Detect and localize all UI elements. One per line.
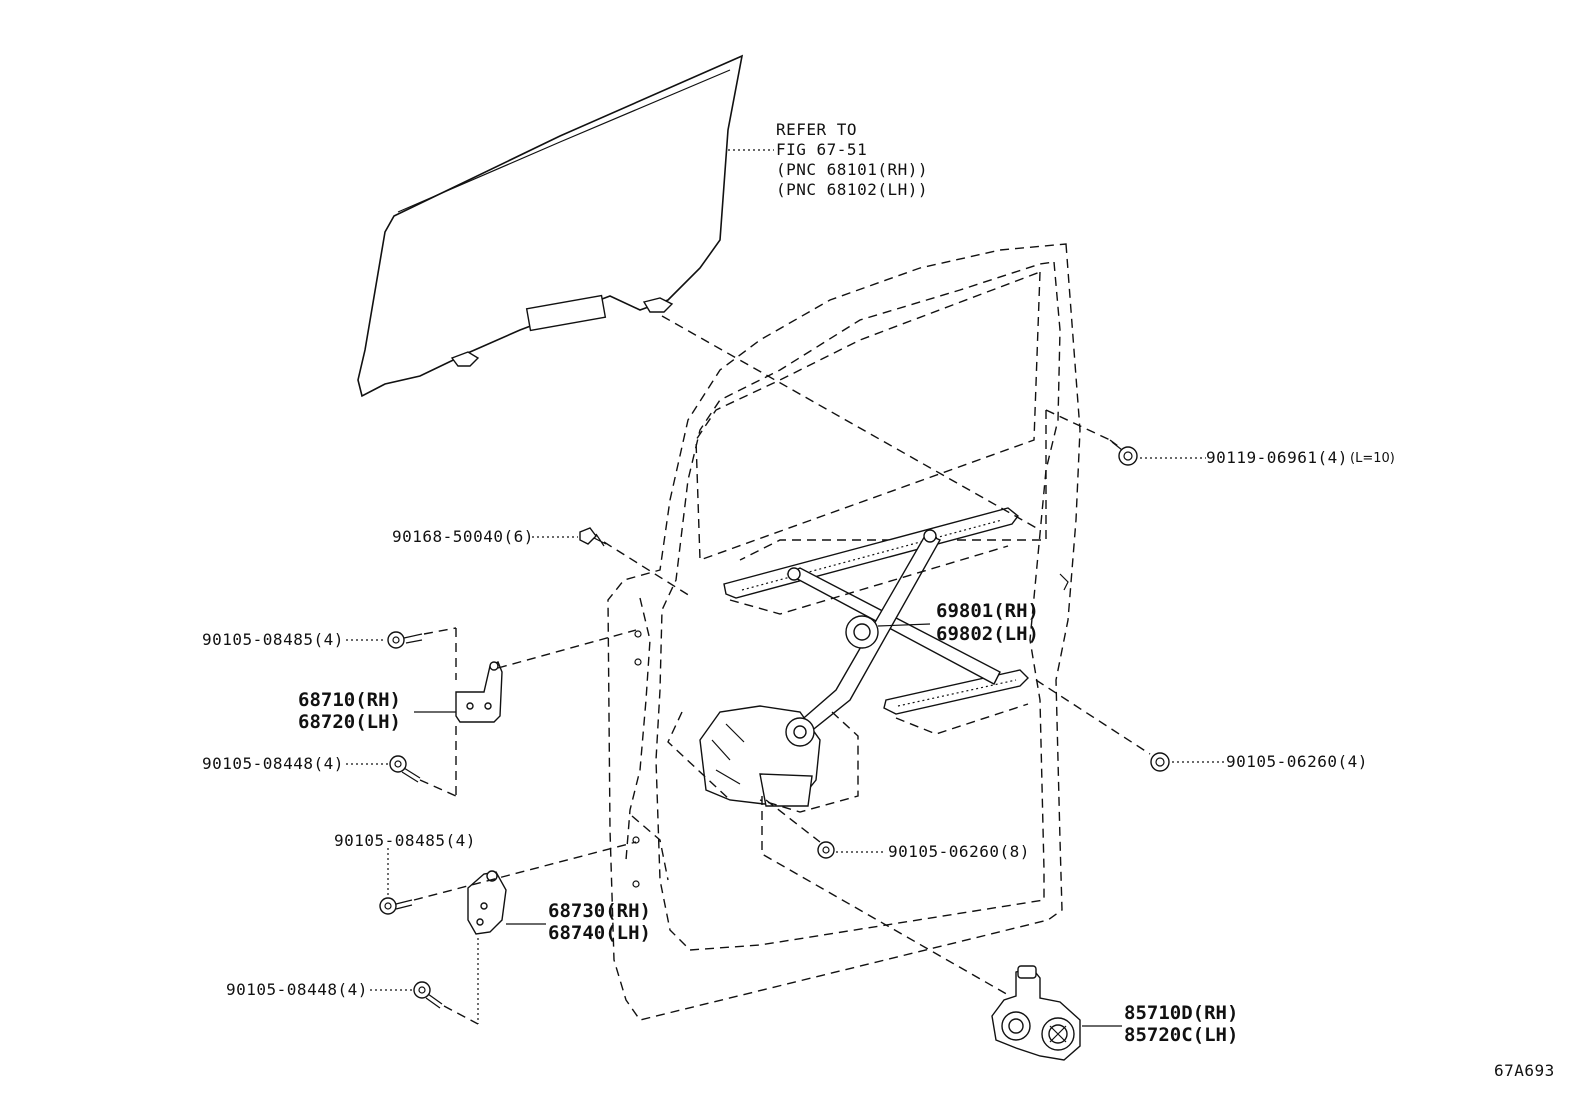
bolt-90105-08485-b-label: 90105-08485(4) xyxy=(334,831,476,850)
hinge-lower-rh-label: 68730(RH) xyxy=(548,900,651,922)
bolt-90105-08485-a: 90105-08485(4) xyxy=(202,627,457,649)
bolt-90105-08448-a: 90105-08448(4) xyxy=(202,754,457,797)
upper-hinge: 68710(RH) 68720(LH) xyxy=(298,628,637,796)
bolt-90119-06961: 90119-06961(4) (L=10) xyxy=(1109,439,1395,467)
glass-reference-note: REFER TO FIG 67-51 (PNC 68101(RH)) (PNC … xyxy=(728,120,928,199)
hinge-lower-lh-label: 68740(LH) xyxy=(548,922,651,944)
window-motor: 85710D(RH) 85720C(LH) xyxy=(991,965,1238,1061)
bolt-90168-label: 90168-50040(6) xyxy=(392,527,534,546)
window-glass xyxy=(357,54,744,398)
bolt-90105-08448-a-label: 90105-08448(4) xyxy=(202,754,344,773)
bolt-90105-06260-right-label: 90105-06260(4) xyxy=(1226,752,1368,771)
regulator-lh-label: 69802(LH) xyxy=(936,623,1039,645)
bolt-90119-note: (L=10) xyxy=(1350,451,1395,466)
bolt-90105-08485-b: 90105-08485(4) xyxy=(334,831,476,915)
refer-line-1: REFER TO xyxy=(776,120,857,139)
window-regulator: 69801(RH) 69802(LH) xyxy=(667,507,1039,813)
hinge-upper-lh-label: 68720(LH) xyxy=(298,711,401,733)
bolt-90105-06260-center-label: 90105-06260(8) xyxy=(888,842,1030,861)
lower-hinge: 68730(RH) 68740(LH) xyxy=(413,841,651,1024)
refer-line-3: (PNC 68101(RH)) xyxy=(776,160,928,179)
bolt-90105-06260-center: 90105-06260(8) xyxy=(817,841,1030,861)
figure-code: 67A693 xyxy=(1494,1061,1555,1080)
regulator-rh-label: 69801(RH) xyxy=(936,600,1039,622)
motor-lh-label: 85720C(LH) xyxy=(1124,1024,1238,1046)
hinge-upper-rh-label: 68710(RH) xyxy=(298,689,401,711)
refer-line-2: FIG 67-51 xyxy=(776,140,867,159)
bolt-90105-08448-b-label: 90105-08448(4) xyxy=(226,980,368,999)
motor-rh-label: 85710D(RH) xyxy=(1124,1002,1238,1024)
bolt-90105-08485-a-label: 90105-08485(4) xyxy=(202,630,344,649)
bolt-90105-08448-b: 90105-08448(4) xyxy=(226,980,479,1025)
refer-line-4: (PNC 68102(LH)) xyxy=(776,180,928,199)
bolt-90168-50040: 90168-50040(6) xyxy=(392,527,607,547)
bolt-90105-06260-right: 90105-06260(4) xyxy=(1150,752,1368,772)
bolt-90119-label: 90119-06961(4) xyxy=(1206,448,1348,467)
glass-leader xyxy=(661,315,1041,531)
